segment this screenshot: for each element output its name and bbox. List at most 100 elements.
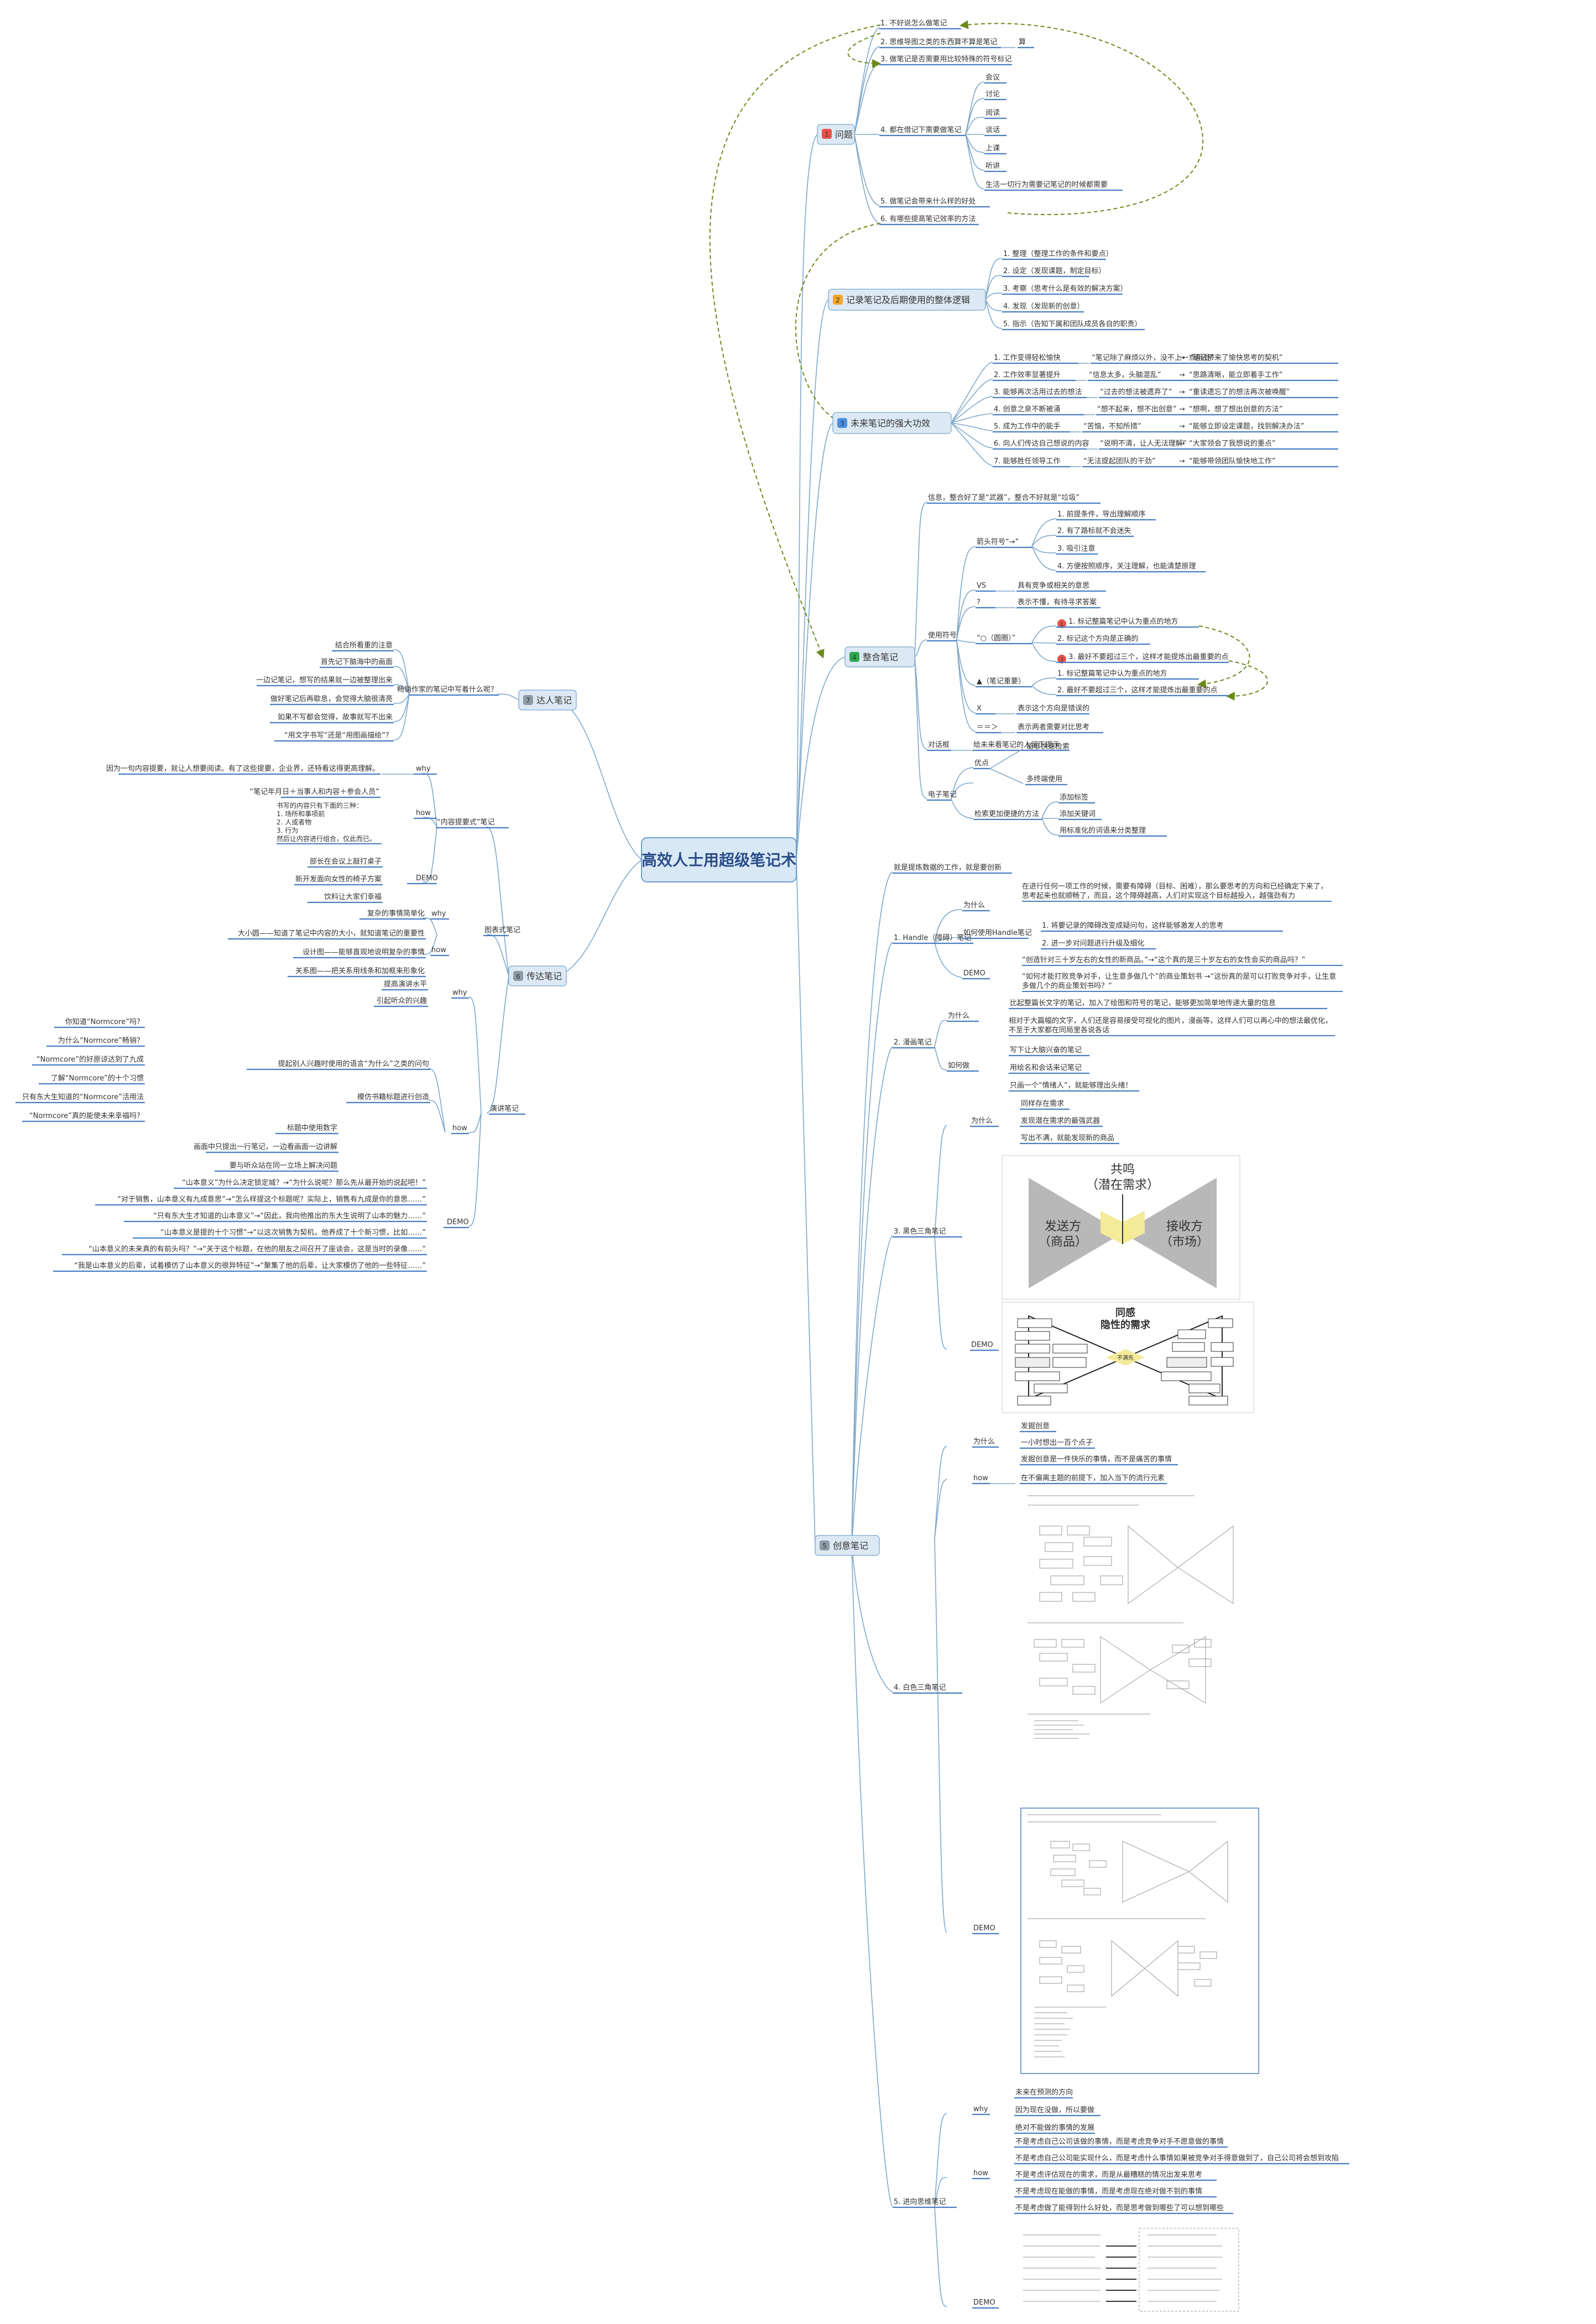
branch-7-topic[interactable]: 7 达人笔记 [518, 690, 577, 711]
question-6[interactable]: 6. 有哪些提高笔记效率的方法 [880, 215, 976, 223]
summary-why[interactable]: why [416, 765, 431, 773]
diagram-label: （市场） [1160, 1235, 1209, 1249]
compare-symbol[interactable]: ＝＝＞ [977, 723, 998, 732]
branch-2-topic[interactable]: 2 记录笔记及后期使用的整体逻辑 [828, 289, 986, 311]
white-triangle-how-image [1021, 1490, 1242, 1745]
white-triangle-how[interactable]: how [973, 1474, 988, 1482]
reverse-how-item: 不是考虑评估现在的需求，而是从最糟糕的情况出发来思考 [1015, 2170, 1202, 2179]
chart-why[interactable]: why [431, 910, 446, 918]
black-triangle-topic[interactable]: 3. 黑色三角笔记 [894, 1227, 946, 1236]
summary-note-topic[interactable]: “内容提要式”笔记 [437, 818, 494, 827]
branch-3-subtopics: 1. 工作变得轻松愉快“笔记除了麻烦以外，没不上一点用处”→“笔记带来了愉快思考… [993, 353, 1338, 468]
branch-5-topic[interactable]: 5 创意笔记 [815, 1535, 880, 1556]
branch-1-topic[interactable]: 1 问题 [817, 124, 855, 145]
effect-item[interactable]: 4. 创意之泉不断被涌 [994, 405, 1061, 414]
speech-demo-item: “只有东大生才知道的山本意义”→“因此，我向他推出的东大生说明了山本的魅力……” [153, 1211, 426, 1220]
search-item: 用标准化的词语来分类整理 [1060, 826, 1146, 835]
branch-num: 1 [825, 130, 829, 138]
effect-arrow: → [1179, 422, 1185, 431]
speech-why[interactable]: why [452, 989, 467, 997]
x-symbol[interactable]: X [977, 704, 982, 713]
handle-demo-item: “创造针对三十岁左右的女性的新商品。”→“这个真的是三十岁左右的女性会买的商品吗… [1022, 956, 1343, 966]
white-triangle-topic[interactable]: 4. 白色三角笔记 [894, 1683, 946, 1692]
symbols-topic[interactable]: 使用符号 [928, 631, 957, 640]
question-3[interactable]: 3. 做笔记是否需要用比较特殊的符号标记 [880, 55, 1012, 64]
white-triangle-demo[interactable]: DEMO [973, 1924, 995, 1933]
reverse-why[interactable]: why [973, 2105, 988, 2113]
effect-item[interactable]: 2. 工作效率显著提升 [994, 370, 1061, 379]
reverse-demo[interactable]: DEMO [973, 2299, 995, 2307]
effect-after: “重读遗忘了的想法再次被唤醒” [1189, 388, 1290, 396]
logic-item[interactable]: 2. 设定（发现课题，制定目标） [1003, 267, 1106, 275]
triangle-symbol[interactable]: ▲（笔记重要） [977, 677, 1025, 686]
comic-how[interactable]: 如何做 [948, 1061, 969, 1070]
effect-before: “苦恼，不知所措” [1083, 422, 1141, 431]
creative-intro[interactable]: 就是提炼数据的工作，就是要创新 [894, 863, 1002, 872]
chart-note-topic[interactable]: 图表式笔记 [484, 926, 520, 934]
speech-demo[interactable]: DEMO [447, 1218, 469, 1226]
black-triangle-why[interactable]: 为什么 [971, 1117, 993, 1125]
logic-item[interactable]: 1. 整理（整理工作的条件和要点） [1003, 249, 1113, 258]
branch-4-topic[interactable]: 4 整合笔记 [844, 646, 915, 667]
speech-demo-item: “对于销售，山本意义有九成意思”→“怎么样提这个标题呢？实际上，销售有九成是你的… [117, 1195, 426, 1204]
branch-5-subtopics: 就是提炼数据的工作，就是要创新 1. Handle（障碍）笔记 为什么 在进行任… [893, 863, 1349, 2320]
summary-how-detail: 书写的内容只有下面的三种： 1. 场所和事项前 2. 人或者物 3. 行为 然后… [277, 802, 382, 844]
effect-item[interactable]: 5. 成为工作中的能手 [994, 422, 1061, 431]
arrow-item: 4. 方便按照顺序，关注理解，也能清楚原理 [1057, 562, 1196, 571]
logic-item[interactable]: 3. 考察（思考什么是有效的解决方案） [1003, 284, 1128, 293]
comic-note-topic[interactable]: 2. 漫画笔记 [894, 1038, 932, 1047]
handle-note-topic[interactable]: 1. Handle（障碍）笔记 [894, 933, 971, 942]
handle-why-text: 在进行任何一项工作的时候，需要有障碍（目标、困难），那么要思考的方向和已经确定下… [1022, 882, 1332, 902]
handle-how[interactable]: 如何使用Handle笔记 [963, 928, 1032, 937]
question-2[interactable]: 2. 思维导图之类的东西算不算是笔记 [880, 38, 998, 46]
branch-label: 问题 [835, 129, 853, 140]
electronic-topic[interactable]: 电子笔记 [928, 790, 957, 799]
black-triangle-demo[interactable]: DEMO [971, 1341, 993, 1349]
arrow-symbol[interactable]: 箭头符号“→” [977, 537, 1019, 546]
chart-how-item: 设计图——能够直观地说明复杂的事情 [302, 948, 425, 957]
logic-item[interactable]: 4. 发现（发现新的创意） [1003, 302, 1084, 311]
logic-item[interactable]: 5. 指示（告知下属和团队成员各自的职责） [1003, 320, 1142, 328]
speech-how-question[interactable]: 提起别人兴趣时使用的语言“为什么”之类的问句 [278, 1059, 429, 1068]
question-symbol[interactable]: ? [977, 598, 980, 607]
effect-item[interactable]: 1. 工作变得轻松愉快 [994, 353, 1061, 362]
chart-how[interactable]: how [431, 946, 446, 954]
arrow-item: 3. 吸引注意 [1057, 544, 1096, 553]
dialog-topic[interactable]: 对话框 [928, 741, 950, 749]
question-1[interactable]: 1. 不好说怎么做笔记 [880, 19, 947, 28]
branch-num: 3 [840, 420, 844, 427]
integrate-intro[interactable]: 信息，整合好了是“武器”，整合不好就是“垃圾” [928, 493, 1079, 502]
speech-why-item: 引起听众的兴趣 [377, 996, 427, 1005]
speech-how-mimic[interactable]: 模仿书籍标题进行创造 [357, 1093, 429, 1101]
effect-item[interactable]: 7. 能够胜任领导工作 [994, 457, 1061, 466]
speech-how[interactable]: how [452, 1124, 467, 1132]
white-triangle-why[interactable]: 为什么 [973, 1438, 995, 1446]
effect-item[interactable]: 3. 能够再次活用过去的想法 [994, 388, 1082, 396]
effect-item[interactable]: 6. 向人们传达自己想说的内容 [994, 439, 1089, 448]
handle-why[interactable]: 为什么 [963, 901, 985, 910]
branch-7-subtopics: 畅销作家的笔记中写着什么呢？ 结合所看重的注意 首先记下脑海中的画面 一边记笔记… [256, 641, 499, 742]
reverse-how[interactable]: how [973, 2169, 988, 2177]
question-5[interactable]: 5. 做笔记会带来什么样的好处 [880, 197, 976, 206]
comic-why[interactable]: 为什么 [948, 1012, 969, 1020]
reverse-note-topic[interactable]: 5. 进向思维笔记 [894, 2197, 946, 2206]
expert-question[interactable]: 畅销作家的笔记中写着什么呢？ [397, 685, 498, 694]
summary-demo[interactable]: DEMO [416, 874, 438, 882]
vs-symbol[interactable]: VS [977, 582, 986, 590]
summary-how[interactable]: how [416, 809, 431, 817]
search-topic[interactable]: 检索更加便捷的方法 [974, 810, 1039, 818]
speech-note-topic[interactable]: 演讲笔记 [490, 1104, 519, 1113]
priority-3-icon [1057, 655, 1066, 664]
branch-6-topic[interactable]: 6 传达笔记 [508, 965, 567, 986]
handle-demo[interactable]: DEMO [963, 969, 985, 978]
scene-item: 讨论 [985, 90, 1000, 98]
expert-item: “用文字书写”还是“用图画描绘”？ [284, 732, 393, 740]
pros-topic[interactable]: 优点 [974, 759, 989, 767]
circle-item: 3. 最好不要超过三个，这样才能提炼出最重要的点 [1068, 652, 1229, 661]
circle-symbol[interactable]: “○（圆圈）” [977, 634, 1015, 643]
question-4[interactable]: 4. 都在借记下需要做笔记 [880, 126, 962, 134]
branch-label: 创意笔记 [833, 1540, 868, 1551]
central-topic[interactable]: 高效人士用超级笔记术 [641, 837, 797, 882]
branch-3-topic[interactable]: 3 未来笔记的强大功效 [832, 412, 952, 434]
branch-4-subtopics: 信息，整合好了是“武器”，整合不好就是“垃圾” 使用符号 箭头符号“→” 1. … [927, 493, 1229, 837]
